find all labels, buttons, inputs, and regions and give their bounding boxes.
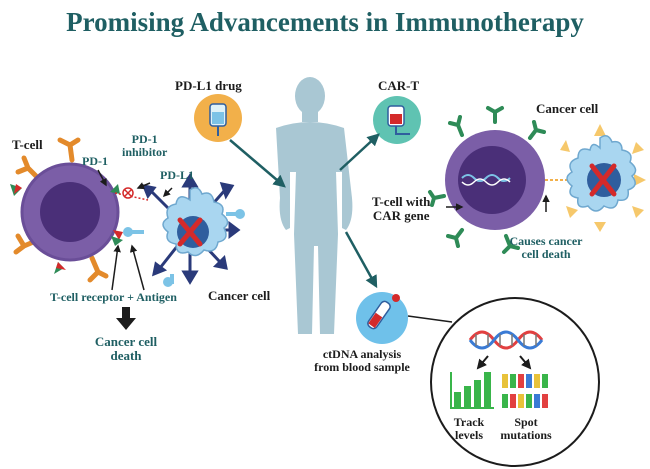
bar-chart-icon — [450, 372, 494, 409]
blood-sample-icon — [356, 292, 408, 344]
car-t-label: CAR-T — [378, 78, 420, 93]
ctdna-label: ctDNA analysis from blood sample — [314, 347, 410, 374]
causes-death-label: Causes cancer cell death — [509, 234, 583, 261]
spot-mutations-label: Spot mutations — [500, 415, 552, 442]
pd1-inhibitor-label: PD-1 inhibitor — [122, 132, 168, 159]
ctdna-analysis-panel — [430, 297, 600, 467]
car-t-cell — [428, 106, 575, 254]
dna-helix-icon — [468, 330, 544, 350]
cancer-cell-left — [123, 173, 245, 287]
cancer-cell-death-label: Cancer cell death — [94, 334, 158, 363]
human-body-figure — [276, 77, 353, 334]
t-cell-car-gene-label: T-cell with CAR gene — [372, 194, 431, 223]
t-cell-left — [10, 137, 123, 283]
pd1-label: PD-1 — [82, 154, 108, 168]
tcr-icons — [10, 184, 123, 274]
pdl1-ligands — [123, 209, 245, 287]
tcr-antigen-label: T-cell receptor + Antigen — [50, 290, 177, 304]
down-arrow-icon — [116, 307, 136, 330]
cancer-cell-right — [560, 124, 646, 232]
pd1-inhibitor-mark — [114, 187, 149, 201]
car-receptors — [428, 106, 546, 254]
page-title: Promising Advancements in Immunotherapy — [66, 7, 584, 37]
car-t-icon — [373, 96, 421, 144]
pdl1-label: PD-L1 — [160, 168, 194, 182]
t-cell-label: T-cell — [12, 137, 43, 152]
pdl1-drug-icon — [194, 94, 242, 142]
mutation-grid-icon — [502, 374, 548, 408]
pdl1-drug-label: PD-L1 drug — [175, 78, 242, 93]
burst-arrows — [560, 124, 646, 232]
cancer-cell-right-label: Cancer cell — [536, 101, 599, 116]
track-levels-label: Track levels — [453, 415, 485, 442]
tcell-receptors — [13, 137, 109, 283]
cancer-cell-left-label: Cancer cell — [208, 288, 271, 303]
